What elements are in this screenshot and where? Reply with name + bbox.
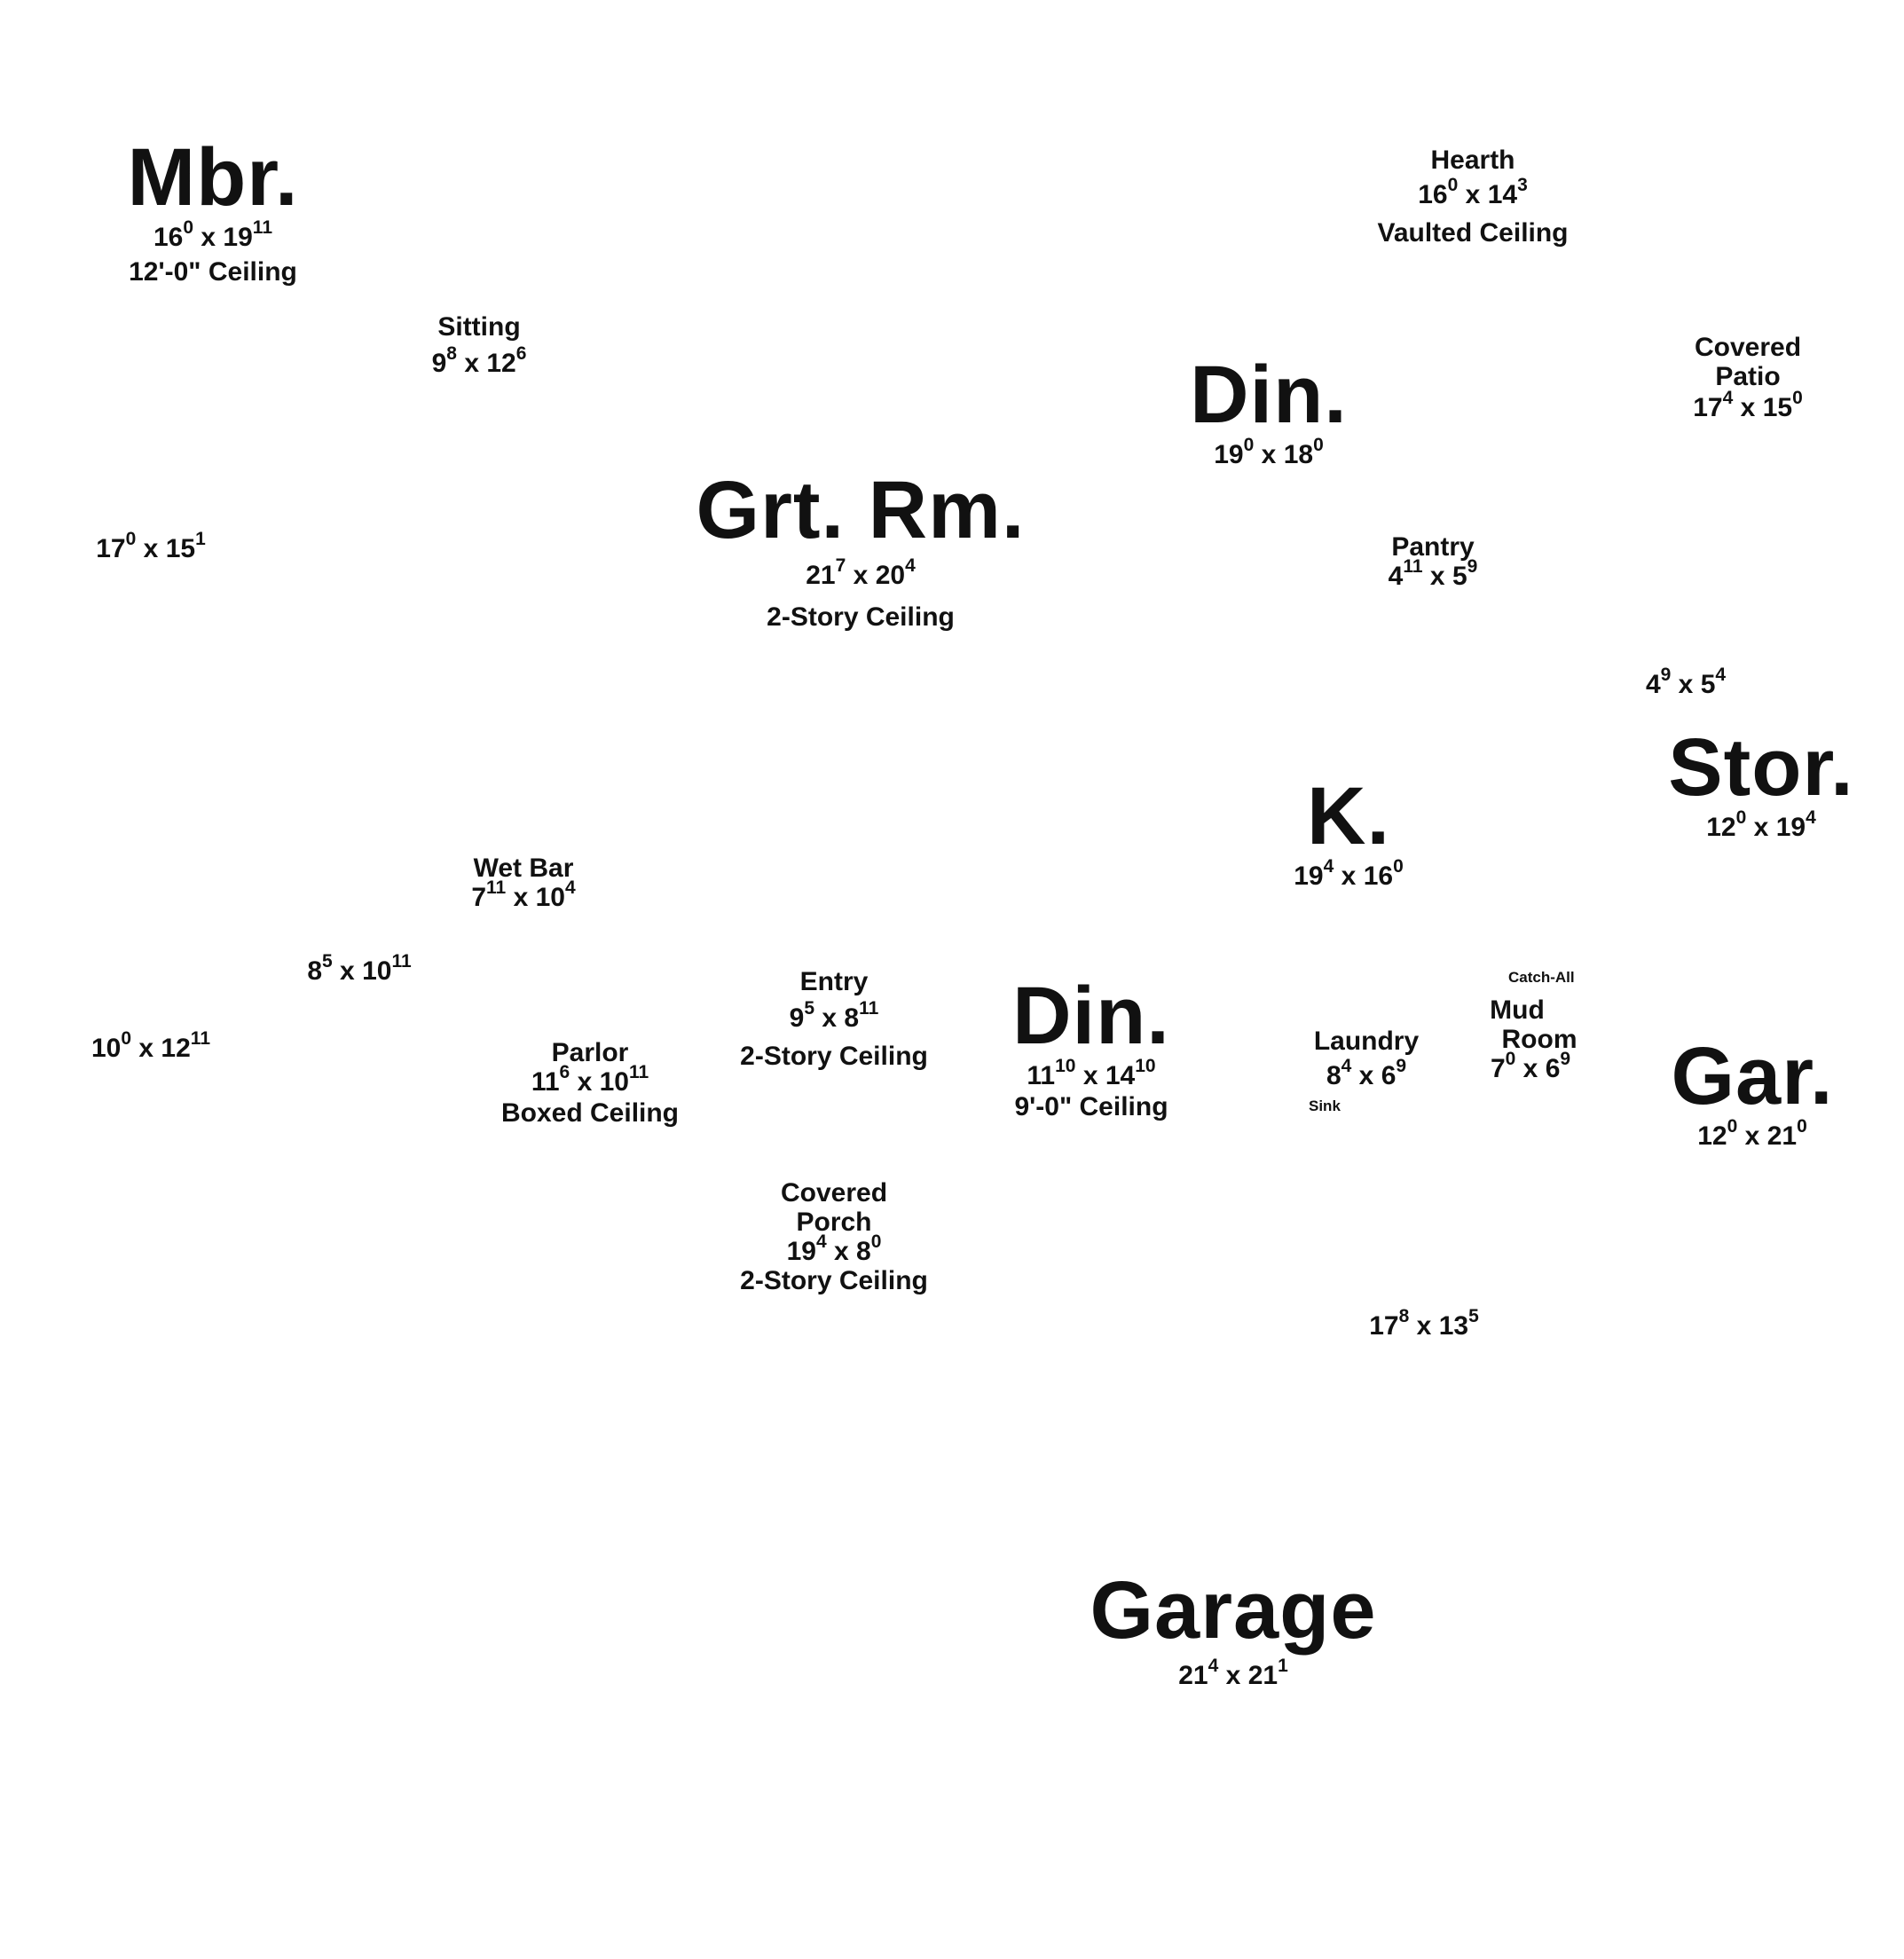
room-dimensions: 116 x 1011 [531, 1062, 649, 1097]
room-label-covered-porch: Covered Porch 194 x 80 2-Story Ceiling [736, 1178, 932, 1295]
room-label-bonus: 178 x 135 [1362, 1306, 1486, 1341]
room-dimensions: 85 x 1011 [307, 951, 412, 986]
room-label-great-room: Grt. Rm. 217 x 204 2-Story Ceiling [683, 465, 1038, 633]
room-dimensions: 1110 x 1410 [1027, 1056, 1156, 1091]
room-name: Gar. [1671, 1031, 1834, 1121]
room-dimensions: 100 x 1211 [90, 1028, 210, 1063]
room-name: Room [1501, 1025, 1577, 1054]
room-dimensions: 217 x 204 [806, 555, 916, 591]
ceiling-note: 9'-0" Ceiling [1014, 1092, 1168, 1122]
room-dimensions: 95 x 811 [789, 998, 879, 1033]
catch-all-label: Catch-All [1508, 969, 1575, 986]
room-name: Laundry [1313, 1027, 1420, 1056]
room-dimensions: 411 x 59 [1388, 556, 1478, 591]
room-name: Parlor [551, 1038, 629, 1067]
room-name: Mbr. [127, 132, 299, 223]
room-name: Sitting [437, 312, 521, 342]
room-dimensions: 120 x 210 [1697, 1116, 1807, 1152]
room-label-wet-bar: Wet Bar 711 x 104 [452, 854, 594, 912]
room-label-sitting: Sitting 98 x 126 [399, 312, 559, 378]
room-dimensions: 711 x 104 [471, 877, 576, 912]
room-dimensions: 174 x 150 [1693, 388, 1803, 422]
room-label-entry: Entry 95 x 811 2-Story Ceiling [736, 967, 932, 1071]
room-name: Stor. [1668, 722, 1854, 813]
room-dimensions: 120 x 194 [1706, 807, 1816, 843]
room-label-master-bedroom: Mbr. 160 x 1911 12'-0" Ceiling [115, 132, 311, 287]
ceiling-note: 2-Story Ceiling [767, 602, 955, 633]
room-name: Pantry [1391, 532, 1475, 562]
room-label-hearth: Hearth 160 x 143 Vaulted Ceiling [1366, 146, 1579, 248]
room-name: Wet Bar [473, 854, 574, 883]
room-dimensions: 194 x 160 [1294, 856, 1404, 892]
room-dimensions: 49 x 54 [1645, 665, 1727, 699]
room-dimensions: 160 x 143 [1418, 175, 1528, 209]
room-dimensions: 160 x 1911 [153, 217, 272, 253]
room-name: Garage [1090, 1565, 1377, 1656]
room-name: Grt. Rm. [696, 465, 1026, 555]
room-dimensions: 170 x 151 [96, 529, 206, 563]
room-dimensions: 178 x 135 [1369, 1306, 1479, 1341]
room-label-parlor: Parlor 116 x 1011 Boxed Ceiling [492, 1038, 688, 1128]
room-name: K. [1307, 771, 1390, 861]
room-name: Din. [1012, 971, 1170, 1061]
room-label-storage: Stor. 120 x 194 [1664, 722, 1859, 843]
room-label-garage: Garage 214 x 211 [1082, 1565, 1384, 1691]
ceiling-note: 2-Story Ceiling [740, 1042, 928, 1071]
room-dimensions: 194 x 80 [786, 1231, 882, 1266]
ceiling-note: Vaulted Ceiling [1377, 218, 1569, 248]
room-name: Covered [1694, 333, 1802, 362]
room-name: Patio [1715, 362, 1781, 391]
room-dimensions: 214 x 211 [1178, 1656, 1288, 1691]
room-label-hall-room: 85 x 1011 [297, 951, 421, 986]
room-dimensions: 84 x 69 [1326, 1056, 1407, 1090]
ceiling-note: 12'-0" Ceiling [129, 257, 297, 287]
room-label-mud-room: Mud Room 70 x 69 [1464, 995, 1597, 1083]
room-name: Covered [780, 1178, 888, 1208]
room-dimensions: 70 x 69 [1490, 1049, 1571, 1083]
room-label-dining-upper: Din. 190 x 180 [1180, 350, 1357, 469]
room-dimensions: 190 x 180 [1214, 435, 1324, 470]
room-label-laundry: Laundry 84 x 69 [1295, 1027, 1437, 1090]
room-label-small-garage: Gar. 120 x 210 [1655, 1031, 1850, 1152]
room-name: Porch [796, 1208, 872, 1237]
ceiling-note: Boxed Ceiling [500, 1098, 680, 1128]
room-label-left-room: 170 x 151 [93, 529, 208, 563]
room-name: Entry [799, 967, 869, 996]
room-label-left-bedroom: 100 x 1211 [89, 1028, 213, 1063]
room-label-kitchen: K. 194 x 160 [1269, 771, 1428, 892]
room-label-small-storage: 49 x 54 [1628, 665, 1743, 699]
ceiling-note: 2-Story Ceiling [740, 1266, 928, 1295]
room-name: Din. [1190, 350, 1348, 440]
room-name: Mud [1490, 995, 1545, 1025]
room-label-covered-patio: Covered Patio 174 x 150 [1668, 333, 1828, 422]
room-label-dining-lower: Din. 1110 x 1410 9'-0" Ceiling [994, 971, 1189, 1122]
room-name: Hearth [1430, 146, 1515, 175]
room-dimensions: 98 x 126 [431, 343, 527, 378]
room-label-pantry: Pantry 411 x 59 [1362, 532, 1504, 591]
sink-label: Sink [1309, 1098, 1341, 1114]
